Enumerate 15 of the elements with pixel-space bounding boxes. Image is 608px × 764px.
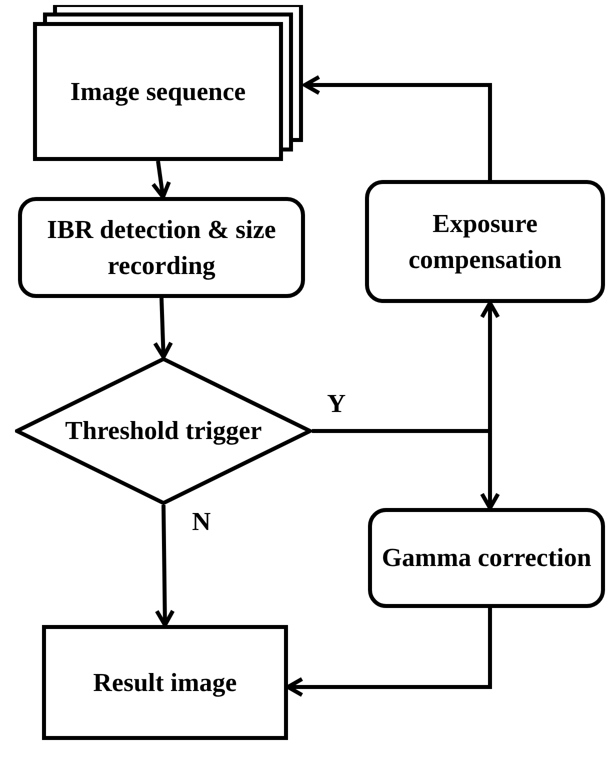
node-text: Result image — [93, 666, 237, 699]
arrow — [303, 75, 492, 180]
node-text: IBR detection & size recording — [46, 214, 277, 282]
arrow — [286, 608, 492, 697]
node-text: Threshold trigger — [65, 415, 262, 447]
process-box — [18, 197, 305, 298]
node-text: Image sequence — [70, 76, 246, 108]
process-box — [42, 625, 288, 740]
arrow — [151, 160, 171, 199]
arrow — [153, 298, 174, 359]
arrow — [154, 504, 175, 627]
node-text: Exposure compensation — [407, 208, 563, 276]
node-text: Gamma correction — [382, 542, 592, 574]
process-box — [368, 508, 605, 608]
process-box — [365, 180, 605, 303]
